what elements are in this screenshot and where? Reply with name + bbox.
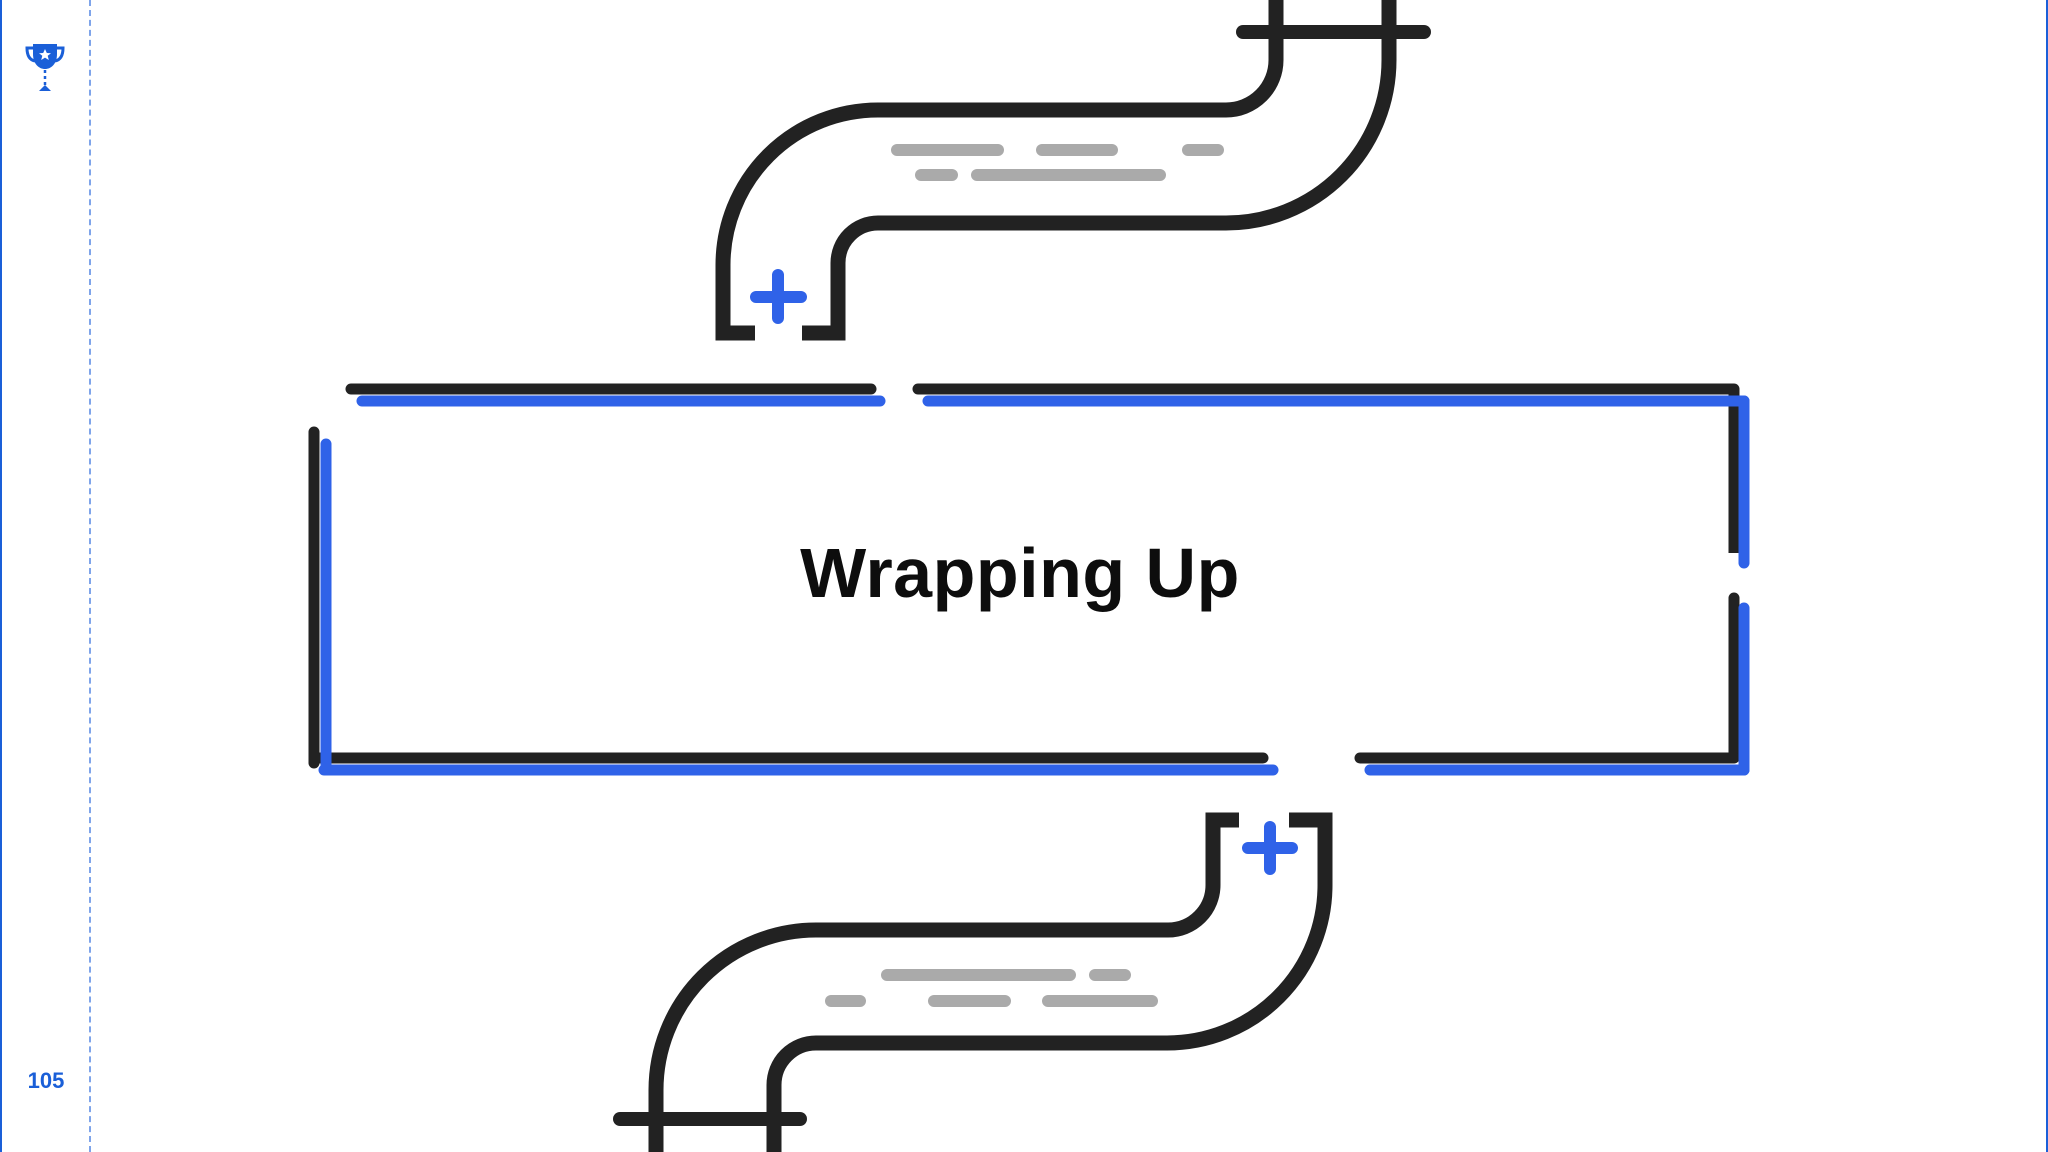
bottom-pipe bbox=[648, 812, 1333, 1152]
slide-right-edge bbox=[2046, 0, 2048, 1152]
slide-title: Wrapping Up bbox=[800, 534, 1240, 612]
frame-accent bbox=[318, 395, 1750, 776]
margin-rail bbox=[89, 0, 91, 1152]
slide-left-edge bbox=[0, 0, 2, 1152]
frame-outline bbox=[308, 383, 1740, 769]
top-pipe-text-lines bbox=[891, 144, 1224, 181]
plus-icon bbox=[750, 269, 807, 324]
top-pipe bbox=[715, 0, 1397, 341]
bottom-pipe-text-lines bbox=[825, 969, 1158, 1007]
plus-icon bbox=[1242, 821, 1298, 875]
page-number: 105 bbox=[27, 1068, 65, 1093]
trophy-icon bbox=[25, 44, 65, 91]
